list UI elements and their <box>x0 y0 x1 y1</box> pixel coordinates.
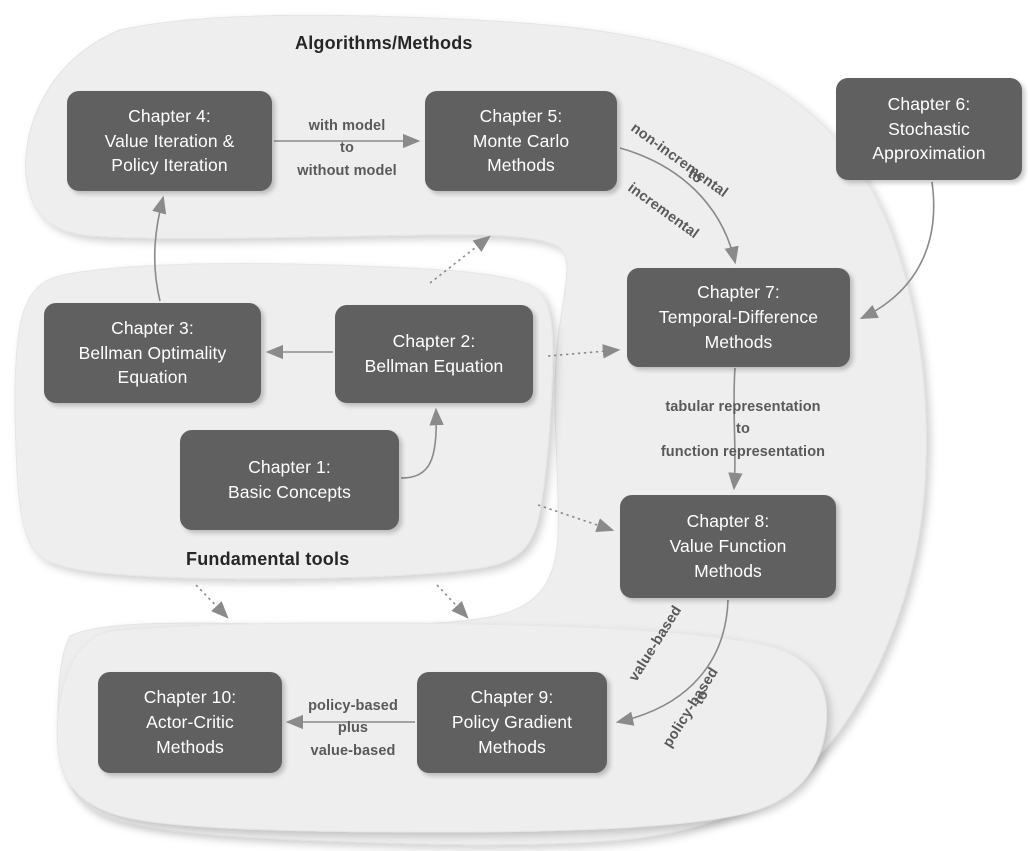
group-title-algorithms: Algorithms/Methods <box>295 33 473 53</box>
edge-ch8-to-ch9 <box>615 599 729 726</box>
node-chapter-1[interactable]: Chapter 1: Basic Concepts <box>180 430 399 530</box>
edge-dotted-fundamental-to-policygradient <box>436 584 469 619</box>
edge-ch7-to-ch8 <box>728 367 743 491</box>
node-chapter-6[interactable]: Chapter 6: Stochastic Approximation <box>836 78 1022 180</box>
group-title-fundamental-tools: Fundamental tools <box>186 549 350 569</box>
node-chapter-2[interactable]: Chapter 2: Bellman Equation <box>335 305 533 403</box>
edge-dotted-fundamental-to-actorcritic <box>195 584 229 619</box>
node-chapter-8[interactable]: Chapter 8: Value Function Methods <box>620 495 836 598</box>
edge-ch6-to-ch7 <box>859 181 935 320</box>
node-chapter-10[interactable]: Chapter 10: Actor-Critic Methods <box>98 672 282 773</box>
edge-ch1-to-ch2 <box>400 407 444 479</box>
node-chapter-7[interactable]: Chapter 7: Temporal-Difference Methods <box>627 268 850 367</box>
node-chapter-9[interactable]: Chapter 9: Policy Gradient Methods <box>417 672 607 773</box>
edge-ch5-to-ch7 <box>619 147 739 265</box>
edge-label-ch9-to-ch10: policy-based plus value-based <box>308 698 398 759</box>
node-chapter-4[interactable]: Chapter 4: Value Iteration & Policy Iter… <box>67 91 272 191</box>
node-chapter-3[interactable]: Chapter 3: Bellman Optimality Equation <box>44 303 261 403</box>
edge-label-ch7-to-ch8: tabular representation to function repre… <box>660 399 826 460</box>
edge-dotted-fundamental-to-algorithms <box>429 235 491 284</box>
edge-ch3-to-ch4 <box>152 195 167 302</box>
node-chapter-5[interactable]: Chapter 5: Monte Carlo Methods <box>425 91 617 191</box>
edge-dotted-fundamental-to-valuefunction <box>537 504 615 532</box>
edge-label-ch4-to-ch5: with model to without model <box>297 118 397 179</box>
